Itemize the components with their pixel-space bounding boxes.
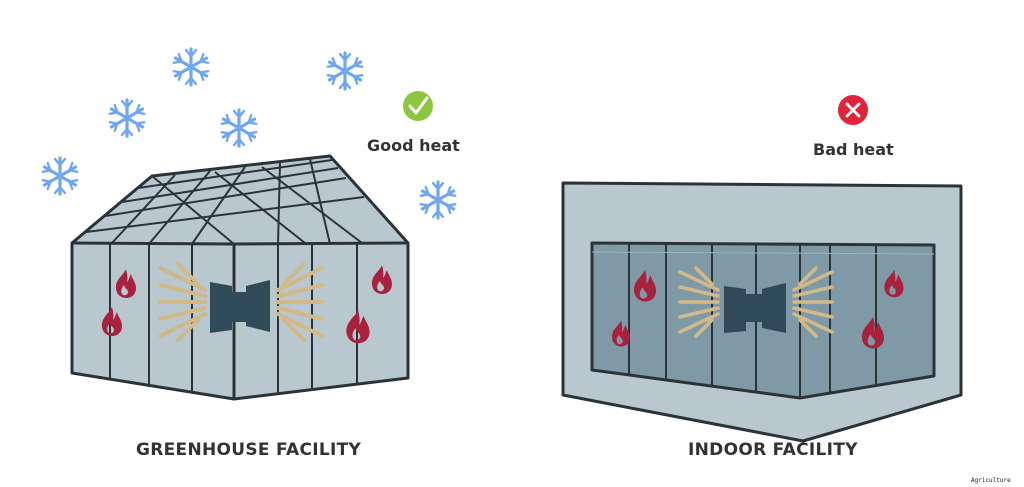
snowflake-icon bbox=[172, 47, 210, 87]
status-label-bad: Bad heat bbox=[813, 140, 894, 159]
snowflake-icon bbox=[326, 51, 364, 91]
snowflake-icon bbox=[108, 98, 146, 138]
snowflake-icon bbox=[41, 156, 79, 196]
heater-icon bbox=[678, 266, 834, 338]
greenhouse-illustration bbox=[70, 154, 410, 401]
checkmark-icon bbox=[403, 91, 433, 121]
heater-icon bbox=[158, 262, 324, 342]
snowflake-icon bbox=[220, 108, 258, 148]
snowflake-icon bbox=[419, 180, 457, 220]
caption-indoor: INDOOR FACILITY bbox=[688, 440, 858, 460]
footer-tag: Agriculture bbox=[971, 477, 1011, 484]
caption-greenhouse: GREENHOUSE FACILITY bbox=[136, 440, 362, 460]
status-label-good: Good heat bbox=[367, 136, 460, 155]
x-mark-icon bbox=[838, 95, 868, 125]
